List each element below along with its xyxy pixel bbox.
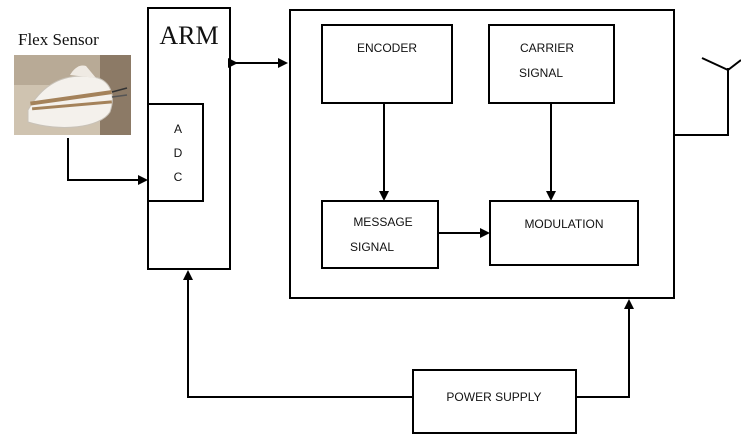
adc-letter: C	[174, 170, 183, 184]
message-signal-block	[321, 200, 439, 269]
message-label-line2: SIGNAL	[350, 240, 394, 254]
modulation-block	[489, 200, 639, 266]
adc-letter: A	[174, 122, 182, 136]
flex-sensor-label: Flex Sensor	[18, 30, 99, 49]
arm-title: ARM	[159, 21, 218, 50]
encoder-label: ENCODER	[357, 41, 417, 55]
carrier-signal-block	[488, 24, 615, 104]
carrier-label-line2: SIGNAL	[519, 66, 563, 80]
sensor-to-adc-arrow	[67, 138, 148, 185]
flex-sensor-image	[14, 55, 131, 135]
power-to-transmitter-arrow	[576, 299, 634, 398]
modulation-label: MODULATION	[524, 217, 603, 231]
encoder-block	[321, 24, 453, 104]
carrier-label-line1: CARRIER	[520, 41, 574, 55]
message-label-line1: MESSAGE	[353, 215, 412, 229]
adc-letter: D	[174, 146, 183, 160]
antenna-icon	[674, 57, 741, 136]
power-to-arm-arrow	[183, 270, 413, 398]
adc-block	[147, 103, 204, 202]
power-supply-label: POWER SUPPLY	[446, 390, 541, 404]
power-supply-block	[412, 369, 577, 434]
